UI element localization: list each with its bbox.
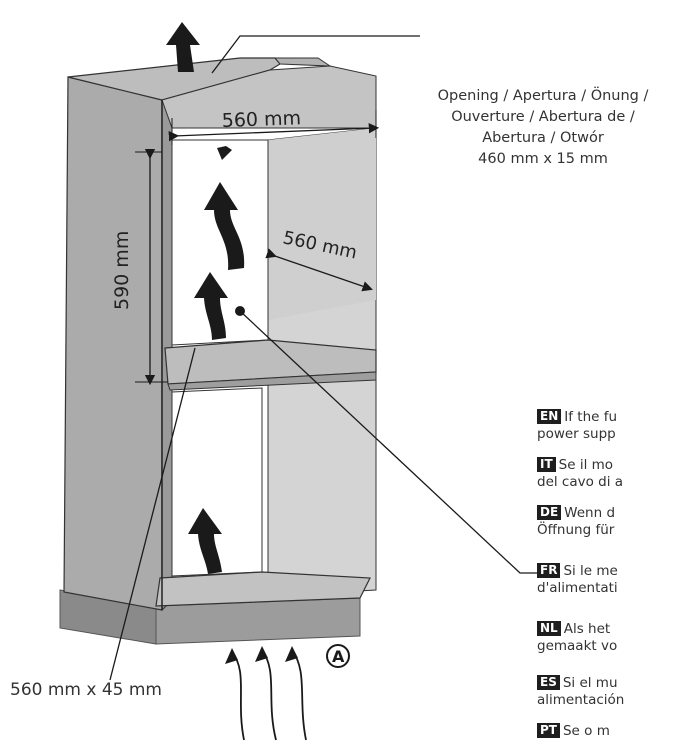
lower-cavity	[171, 387, 263, 577]
lang-badge-es: ES	[537, 675, 560, 690]
base-opening-label: 560 mm x 45 mm	[10, 680, 162, 700]
lang-text-fr-1: Si le me	[563, 563, 618, 579]
opening-callout: Opening / Apertura / Önung / Ouverture /…	[412, 86, 673, 170]
opening-leader-line	[211, 35, 420, 74]
marker-a-label: A	[332, 647, 345, 666]
lang-badge-de: DE	[537, 505, 562, 520]
middle-shelf	[164, 339, 377, 385]
lang-text-en-2: power supp	[537, 426, 616, 442]
lang-text-de-2: Öffnung für	[537, 522, 615, 538]
bottom-shelf	[155, 571, 371, 607]
lang-text-nl-1: Als het	[563, 621, 611, 637]
base-leader-line	[109, 347, 196, 681]
lang-text-it-1: Se il mo	[558, 457, 614, 473]
lang-text-es-1: Si el mu	[562, 675, 618, 691]
cabinet-left-panel	[63, 76, 163, 611]
lang-text-nl-2: gemaakt vo	[537, 638, 618, 654]
lang-badge-en: EN	[537, 409, 562, 424]
lang-text-pt-1: Se o m	[562, 723, 610, 739]
lang-text-de-1: Wenn d	[564, 505, 616, 521]
lang-badge-fr: FR	[537, 563, 561, 578]
lang-badge-it: IT	[537, 457, 556, 472]
height-dimension-label: 590 mm	[111, 231, 133, 310]
opening-callout-line-4: 460 mm x 15 mm	[478, 151, 608, 167]
lang-badge-nl: NL	[537, 621, 561, 636]
airflow-arrows	[166, 22, 245, 574]
lang-text-es-2: alimentación	[537, 692, 625, 708]
width-dimension-label: 560 mm	[221, 107, 301, 132]
opening-callout-line-1: Opening / Apertura / Önung /	[437, 88, 649, 104]
lang-badge-pt: PT	[537, 723, 560, 738]
marker-a: A	[326, 644, 350, 668]
height-dimension: 590 mm	[111, 148, 168, 386]
incoming-air-lines	[225, 646, 307, 741]
lang-text-it-2: del cavo di a	[537, 474, 624, 490]
opening-callout-line-3: Abertura / Otwór	[482, 130, 604, 146]
lang-text-en-1: If the fu	[564, 409, 618, 425]
opening-callout-line-2: Ouverture / Abertura de /	[451, 109, 635, 125]
lang-text-fr-2: d'alimentati	[537, 580, 618, 596]
width-dimension: 560 mm	[168, 107, 380, 145]
